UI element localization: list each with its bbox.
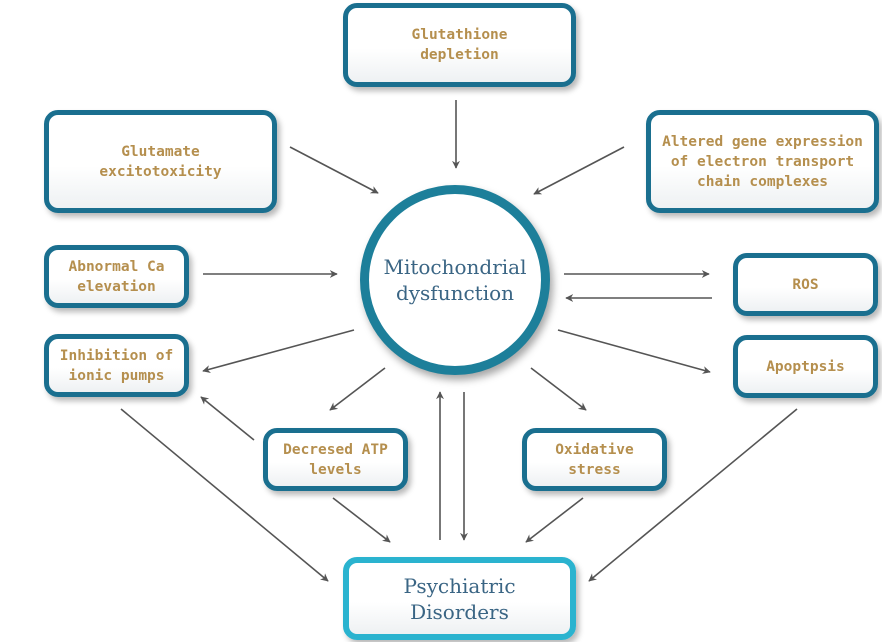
arrow-gene-to-center [533, 146, 625, 195]
center-label: Mitochondrial dysfunction [383, 255, 527, 305]
node-label: Apoptpsis [766, 358, 845, 375]
outcome-label: Psychiatric Disorders [403, 573, 516, 624]
node-oxidative-stress: Oxidative stress [522, 428, 667, 491]
node-decreased-atp-levels: Decresed ATP levels [263, 428, 408, 491]
arrow-atp-to-psych [332, 497, 391, 543]
node-glutamate-excitotoxicity: Glutamate excitotoxicity [44, 110, 277, 213]
node-label: Decresed ATP levels [283, 441, 388, 478]
node-apoptosis: Apoptpsis [733, 335, 878, 398]
node-label: Inhibition of ionic pumps [59, 347, 174, 384]
arrow-center-to-atp [329, 367, 386, 411]
arrow-atp-to-ionic [200, 396, 255, 441]
node-ros: ROS [733, 253, 878, 316]
arrow-oxidative-to-psych [525, 497, 584, 543]
arrow-apoptosis-to-psych [588, 408, 798, 582]
node-altered-gene-expression: Altered gene expression of electron tran… [646, 110, 879, 213]
arrow-center-to-apoptosis [557, 329, 711, 374]
arrow-glutamate-to-center [289, 146, 379, 194]
node-label: Altered gene expression of electron tran… [662, 133, 863, 190]
center-mitochondrial-dysfunction: Mitochondrial dysfunction [360, 185, 550, 375]
arrow-ionic-to-psych [120, 408, 329, 582]
node-label: Glutathione depletion [411, 27, 508, 63]
node-label: Oxidative stress [555, 441, 634, 478]
node-abnormal-ca-elevation: Abnormal Ca elevation [44, 245, 189, 308]
node-glutathione-depletion: Glutathione depletion [343, 3, 576, 87]
arrow-center-to-oxidative [530, 367, 587, 411]
node-label: Abnormal Ca elevation [68, 258, 165, 295]
arrow-center-to-ionic [202, 329, 355, 373]
node-psychiatric-disorders: Psychiatric Disorders [343, 557, 576, 640]
node-label: Glutamate excitotoxicity [99, 143, 222, 180]
node-inhibition-ionic-pumps: Inhibition of ionic pumps [44, 334, 189, 397]
node-label: ROS [792, 276, 819, 293]
